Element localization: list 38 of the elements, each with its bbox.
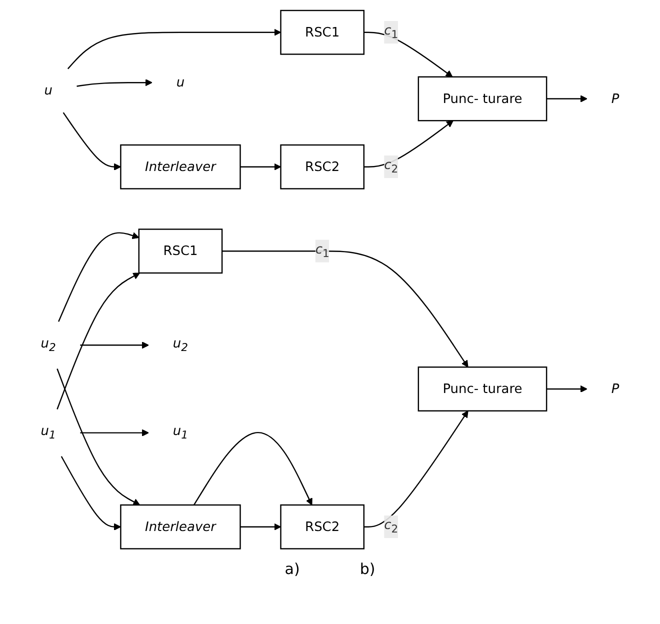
node-text: u [176,74,185,90]
node-box: RSC2 [280,144,364,190]
arrow [58,232,140,322]
arrow [364,120,454,168]
node-box: RSC1 [280,10,364,56]
node-text: u$_{2}$ [172,336,188,355]
edge-label: c$_{1}$ [315,242,330,260]
node-box: RSC2 [280,504,364,550]
arrow [364,410,468,528]
arrow [240,164,282,171]
arrow [60,456,122,531]
arrow [222,250,468,368]
panel-caption: b) [360,560,376,578]
arrow [546,96,588,103]
edge-label: c$_{2}$ [384,157,398,176]
arrow [80,430,149,437]
arrow [76,79,152,88]
arrow [193,432,312,506]
arrow [67,29,282,70]
node-text: u$_{2}$ [40,336,56,355]
arrow [546,386,588,393]
node-box: Punc- turare [418,366,548,412]
panel-caption: a) [284,560,300,578]
arrow [364,32,453,78]
node-text: u$_{1}$ [40,423,56,442]
arrow [62,112,122,171]
edge-label: c$_{1}$ [384,22,398,42]
node-box: Punc- turare [418,76,548,122]
arrow [56,368,140,506]
node-text: P [611,381,620,397]
node-text: u [44,82,52,98]
arrow [240,524,282,531]
arrow [56,273,140,410]
node-text: P [611,91,620,106]
edge-label: c$_{2}$ [384,517,398,536]
arrow [80,342,149,350]
node-text: u$_{1}$ [172,423,188,442]
node-box: RSC1 [138,229,223,274]
